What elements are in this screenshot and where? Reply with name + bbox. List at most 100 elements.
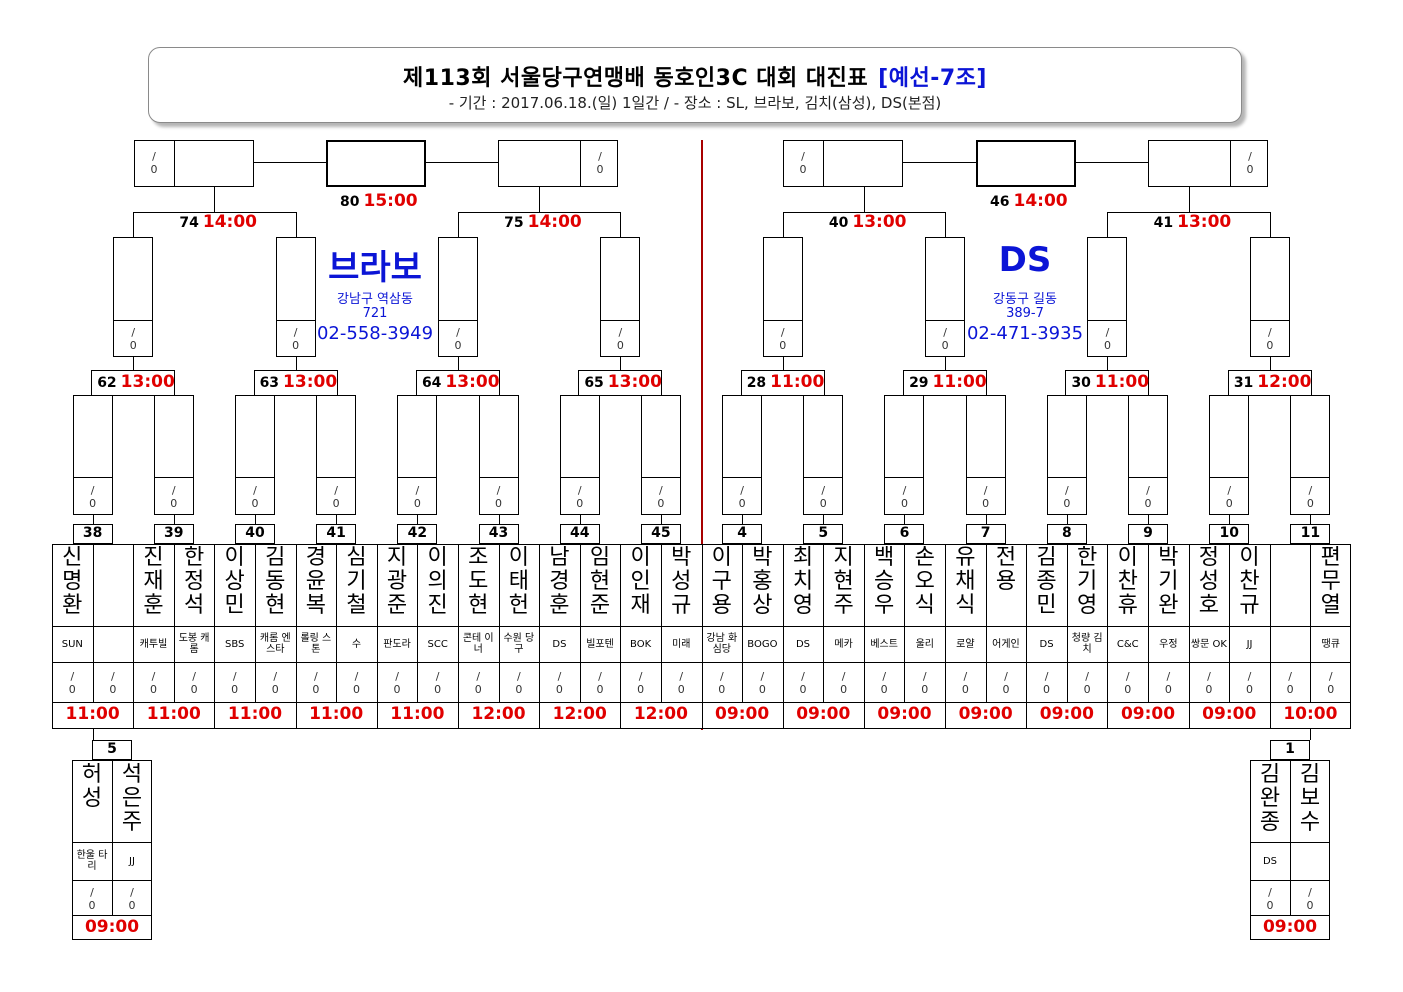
table-column-line: [539, 544, 541, 729]
match-time: 12:00: [1257, 372, 1312, 392]
slot-score: /0: [1138, 484, 1158, 510]
bracket-line: [579, 515, 581, 524]
match-time: 13:00: [120, 372, 175, 392]
score-zero: 0: [1306, 899, 1314, 912]
score-zero: 0: [88, 899, 96, 912]
player-name: 남경훈: [549, 546, 570, 618]
match-time: 09:00: [1120, 704, 1176, 724]
score-slash: /: [719, 670, 724, 683]
score-zero: 0: [129, 339, 137, 352]
player-score: /0: [509, 670, 529, 696]
venue-right-address: 강동구 길동: [993, 292, 1057, 307]
player-name: 백승우: [874, 546, 895, 618]
slot-divider: [397, 477, 438, 478]
player-slot: [113, 237, 154, 357]
score-zero: 0: [292, 339, 300, 352]
slot-score: /0: [894, 484, 914, 510]
player-club: 땡큐: [1321, 638, 1340, 650]
slot-divider: [925, 320, 966, 321]
bracket-line: [620, 212, 622, 237]
match-number: 80: [340, 194, 360, 210]
match-time: 14:00: [527, 212, 582, 232]
match-number: 74: [179, 215, 199, 231]
slot-score: /0: [407, 484, 427, 510]
match-time: 12:00: [633, 704, 688, 724]
match-time: 11:00: [932, 372, 987, 392]
table-column-line: [1148, 544, 1150, 702]
match-label-box: [578, 370, 663, 396]
event-info: - 기간 : 2017.06.18.(일) 1일간 / - 장소 : SL, 브…: [448, 94, 942, 112]
match-number-box: 6: [884, 524, 925, 544]
player-name: [99, 546, 128, 624]
score-slash: /: [354, 670, 359, 683]
bracket-line: [985, 515, 987, 524]
table-column-line: [417, 544, 419, 702]
table-column-line: [1107, 544, 1109, 729]
bracket-line: [457, 212, 621, 213]
player-name: 유채식: [955, 546, 976, 618]
player-name: 석은주: [121, 763, 143, 835]
player-score: /0: [468, 670, 488, 696]
slot-score: /0: [448, 326, 468, 352]
venue-left-name: 브라보: [328, 248, 422, 288]
score-zero: 0: [1306, 497, 1314, 510]
slot-divider: [1209, 477, 1250, 478]
score-slash: /: [314, 670, 318, 683]
score-slash: /: [192, 670, 196, 683]
score-slash: /: [152, 150, 156, 163]
player-name: 이상민: [224, 546, 245, 618]
slot-score: /0: [590, 150, 610, 176]
score-zero: 0: [982, 497, 990, 510]
player-name: 이구용: [711, 546, 732, 618]
bracket-line: [1290, 740, 1310, 741]
player-name: 김보수: [1299, 763, 1321, 835]
player-name: 김종민: [1036, 546, 1057, 618]
slot-score: /0: [610, 326, 630, 352]
player-name: 이찬휴: [1117, 546, 1138, 618]
score-zero: 0: [1164, 683, 1172, 696]
player-score: /0: [1240, 670, 1260, 696]
slot-divider: [884, 477, 925, 478]
match-number: 65: [584, 375, 604, 391]
player-slot: [1249, 237, 1290, 357]
player-name: 이찬규: [1239, 546, 1260, 618]
player-club: 울리: [915, 638, 934, 650]
score-slash: /: [1004, 670, 1008, 683]
score-zero: 0: [393, 683, 401, 696]
player-score: /0: [915, 670, 935, 696]
slot-score: /0: [1260, 326, 1280, 352]
title-box: 제113회 서울당구연맹배 동호인3C 대회 대진표[예선-7조] - 기간 :…: [148, 47, 1242, 123]
score-zero: 0: [657, 497, 665, 510]
score-slash: /: [598, 670, 602, 683]
player-name: 지광준: [386, 546, 408, 618]
bracket-line: [620, 357, 622, 370]
player-name: 박기완: [1158, 546, 1179, 618]
match-time: 13:00: [445, 372, 500, 392]
player-club: 캐투빌: [139, 638, 168, 650]
score-zero: 0: [1043, 683, 1051, 696]
player-score: /0: [1300, 886, 1320, 912]
match-number: 62: [97, 375, 117, 391]
score-zero: 0: [738, 497, 746, 510]
score-slash: /: [1227, 484, 1232, 497]
player-club: JJ: [1246, 638, 1253, 650]
match-time: 10:00: [1283, 704, 1338, 724]
score-zero: 0: [434, 683, 442, 696]
player-club: 메카: [834, 638, 853, 650]
match-time: 09:00: [1262, 917, 1318, 937]
player-club: 로얄: [956, 638, 975, 650]
score-zero: 0: [941, 339, 949, 352]
player-club: 우정: [1159, 638, 1178, 650]
bracket-line: [1107, 212, 1270, 213]
final-winner-box: [976, 140, 1076, 187]
match-time: 12:00: [552, 704, 607, 724]
player-club: 미래: [672, 638, 691, 650]
table-column-line: [457, 544, 459, 729]
table-column-line: [295, 544, 297, 729]
player-club: 수원 당구: [503, 633, 535, 655]
player-score: /0: [1037, 670, 1057, 696]
